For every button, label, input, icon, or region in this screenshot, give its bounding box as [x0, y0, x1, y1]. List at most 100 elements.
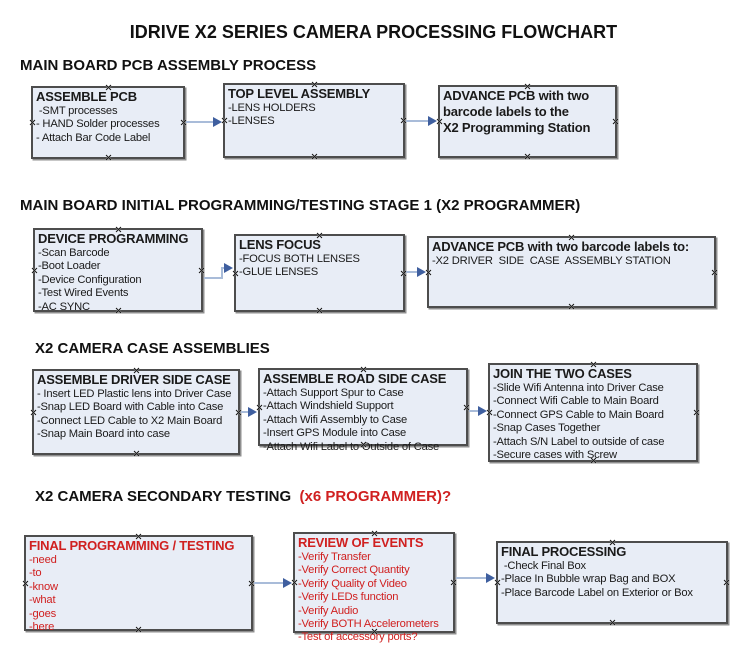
anchor-handle-top-icon[interactable]: [133, 367, 140, 374]
box-item: - Insert LED Plastic lens into Driver Ca…: [37, 388, 232, 400]
anchor-handle-bottom-icon[interactable]: [524, 153, 531, 160]
anchor-handle-right-icon[interactable]: [612, 118, 619, 125]
anchor-handle-left-icon[interactable]: [29, 119, 36, 126]
flow-box-assemble-pcb[interactable]: ASSEMBLE PCB -SMT processes - HAND Solde…: [31, 86, 185, 159]
box-item: -Verify BOTH Accelerometers: [298, 618, 439, 631]
flow-box-top-level-assembly[interactable]: TOP LEVEL ASSEMBLY -LENS HOLDERS -LENSES: [223, 83, 405, 158]
anchor-handle-left-icon[interactable]: [31, 267, 38, 274]
box-item: -Attach Wifi Assembly to Case: [263, 413, 408, 426]
box-item: -Boot Loader: [38, 260, 101, 273]
anchor-handle-top-icon[interactable]: [105, 84, 112, 91]
box-item: -Insert GPS Module into Case: [263, 427, 407, 440]
anchor-handle-top-icon[interactable]: [524, 83, 531, 90]
anchor-handle-top-icon[interactable]: [568, 234, 575, 241]
anchor-handle-top-icon[interactable]: [360, 366, 367, 373]
anchor-handle-right-icon[interactable]: [198, 267, 205, 274]
flow-box-advance-pcb-programming-station[interactable]: ADVANCE PCB with two barcode labels to t…: [438, 85, 617, 158]
anchor-handle-top-icon[interactable]: [590, 361, 597, 368]
anchor-handle-bottom-icon[interactable]: [316, 307, 323, 314]
section-header-case-assemblies: X2 CAMERA CASE ASSEMBLIES: [35, 340, 270, 357]
anchor-handle-top-icon[interactable]: [311, 81, 318, 88]
box-item: -LENS HOLDERS: [228, 102, 316, 114]
anchor-handle-left-icon[interactable]: [30, 409, 37, 416]
anchor-handle-bottom-icon[interactable]: [105, 154, 112, 161]
flow-box-review-of-events[interactable]: REVIEW OF EVENTS -Verify Transfer -Verif…: [291, 530, 457, 643]
anchor-handle-left-icon[interactable]: [494, 579, 501, 586]
anchor-handle-top-icon[interactable]: [371, 530, 378, 537]
arrow-head-icon: [213, 117, 222, 127]
anchor-handle-right-icon[interactable]: [711, 269, 718, 276]
arrow-head-icon: [417, 267, 426, 277]
flow-box-advance-pcb-driver-side-station[interactable]: ADVANCE PCB with two barcode labels to: …: [427, 236, 716, 308]
section-header-red-text: (x6 PROGRAMMER)?: [299, 488, 452, 505]
box-title: TOP LEVEL ASSEMBLY: [228, 86, 371, 101]
anchor-handle-bottom-icon[interactable]: [311, 153, 318, 160]
anchor-handle-left-icon[interactable]: [22, 580, 29, 587]
anchor-handle-right-icon[interactable]: [450, 579, 457, 586]
anchor-handle-top-icon[interactable]: [609, 539, 616, 546]
anchor-handle-right-icon[interactable]: [235, 409, 242, 416]
anchor-handle-left-icon[interactable]: [486, 409, 493, 416]
page-title: IDRIVE X2 SERIES CAMERA PROCESSING FLOWC…: [129, 22, 618, 42]
anchor-handle-right-icon[interactable]: [400, 117, 407, 124]
anchor-handle-left-icon[interactable]: [291, 579, 298, 586]
flow-box-lens-focus[interactable]: LENS FOCUS -FOCUS BOTH LENSES -GLUE LENS…: [234, 234, 405, 312]
anchor-handle-bottom-icon[interactable]: [133, 450, 140, 457]
box-item: -what: [29, 594, 56, 607]
anchor-handle-right-icon[interactable]: [693, 409, 700, 416]
box-item: -Place In Bubble wrap Bag and BOX: [501, 573, 676, 586]
box-item: -LENSES: [228, 115, 275, 128]
arrow-head-icon: [248, 407, 257, 417]
anchor-handle-bottom-icon[interactable]: [609, 619, 616, 626]
anchor-handle-left-icon[interactable]: [232, 270, 239, 277]
anchor-handle-bottom-icon[interactable]: [360, 441, 367, 448]
anchor-handle-top-icon[interactable]: [135, 533, 142, 540]
box-item: -Check Final Box: [501, 560, 586, 572]
flow-box-assemble-driver-side-case[interactable]: ASSEMBLE DRIVER SIDE CASE - Insert LED P…: [32, 369, 240, 455]
box-item: -Verify Transfer: [298, 551, 371, 563]
arrow-head-icon: [224, 263, 233, 273]
anchor-handle-bottom-icon[interactable]: [135, 626, 142, 633]
box-title: ASSEMBLE PCB: [36, 89, 137, 104]
section-header-pcb-assembly: MAIN BOARD PCB ASSEMBLY PROCESS: [20, 57, 316, 74]
box-item: -Verify LEDs function: [298, 591, 399, 604]
box-title: REVIEW OF EVENTS: [298, 535, 424, 550]
section-header-secondary-testing: X2 CAMERA SECONDARY TESTING (x6 PROGRAMM…: [35, 488, 451, 505]
flow-box-assemble-road-side-case[interactable]: ASSEMBLE ROAD SIDE CASE -Attach Support …: [256, 366, 470, 453]
flow-box-final-processing[interactable]: FINAL PROCESSING -Check Final Box -Place…: [496, 541, 728, 624]
box-item: -FOCUS BOTH LENSES: [239, 253, 360, 265]
box-item: -Attach Support Spur to Case: [263, 387, 404, 399]
anchor-handle-right-icon[interactable]: [463, 404, 470, 411]
flow-box-device-programming[interactable]: DEVICE PROGRAMMING -Scan Barcode -Boot L…: [31, 226, 205, 314]
anchor-handle-right-icon[interactable]: [180, 119, 187, 126]
box-item: -Attach Wifi Label to Outside of Case: [263, 440, 440, 453]
anchor-handle-top-icon[interactable]: [115, 226, 122, 233]
anchor-handle-left-icon[interactable]: [256, 404, 263, 411]
box-item: -here: [29, 621, 55, 634]
flow-box-join-the-two-cases[interactable]: JOIN THE TWO CASES -Slide Wifi Antenna i…: [488, 363, 698, 462]
arrow-head-icon: [486, 573, 495, 583]
box-title: FINAL PROCESSING: [501, 544, 627, 559]
box-item: -Slide Wifi Antenna into Driver Case: [493, 382, 664, 394]
anchor-handle-right-icon[interactable]: [400, 270, 407, 277]
box-item: -goes: [29, 607, 56, 620]
box-title: FINAL PROGRAMMING / TESTING: [29, 538, 235, 553]
anchor-handle-left-icon[interactable]: [425, 269, 432, 276]
anchor-handle-right-icon[interactable]: [723, 579, 730, 586]
anchor-handle-bottom-icon[interactable]: [590, 457, 597, 464]
anchor-handle-left-icon[interactable]: [436, 118, 443, 125]
anchor-handle-bottom-icon[interactable]: [371, 628, 378, 635]
anchor-handle-bottom-icon[interactable]: [115, 307, 122, 314]
anchor-handle-left-icon[interactable]: [221, 117, 228, 124]
box-item: - Attach Bar Code Label: [36, 131, 151, 144]
box-item: -Snap LED Board with Cable into Case: [37, 401, 224, 414]
section-header-initial-programming: MAIN BOARD INITIAL PROGRAMMING/TESTING S…: [20, 197, 580, 214]
box-title: ADVANCE PCB with two barcode labels to:: [432, 239, 690, 254]
anchor-handle-bottom-icon[interactable]: [568, 303, 575, 310]
anchor-handle-right-icon[interactable]: [248, 580, 255, 587]
anchor-handle-top-icon[interactable]: [316, 232, 323, 239]
section-header-text: X2 CAMERA CASE ASSEMBLIES: [35, 340, 270, 357]
box-item: -Connect LED Cable to X2 Main Board: [37, 414, 223, 427]
flow-box-final-programming-testing[interactable]: FINAL PROGRAMMING / TESTING -need -to -k…: [22, 533, 255, 634]
